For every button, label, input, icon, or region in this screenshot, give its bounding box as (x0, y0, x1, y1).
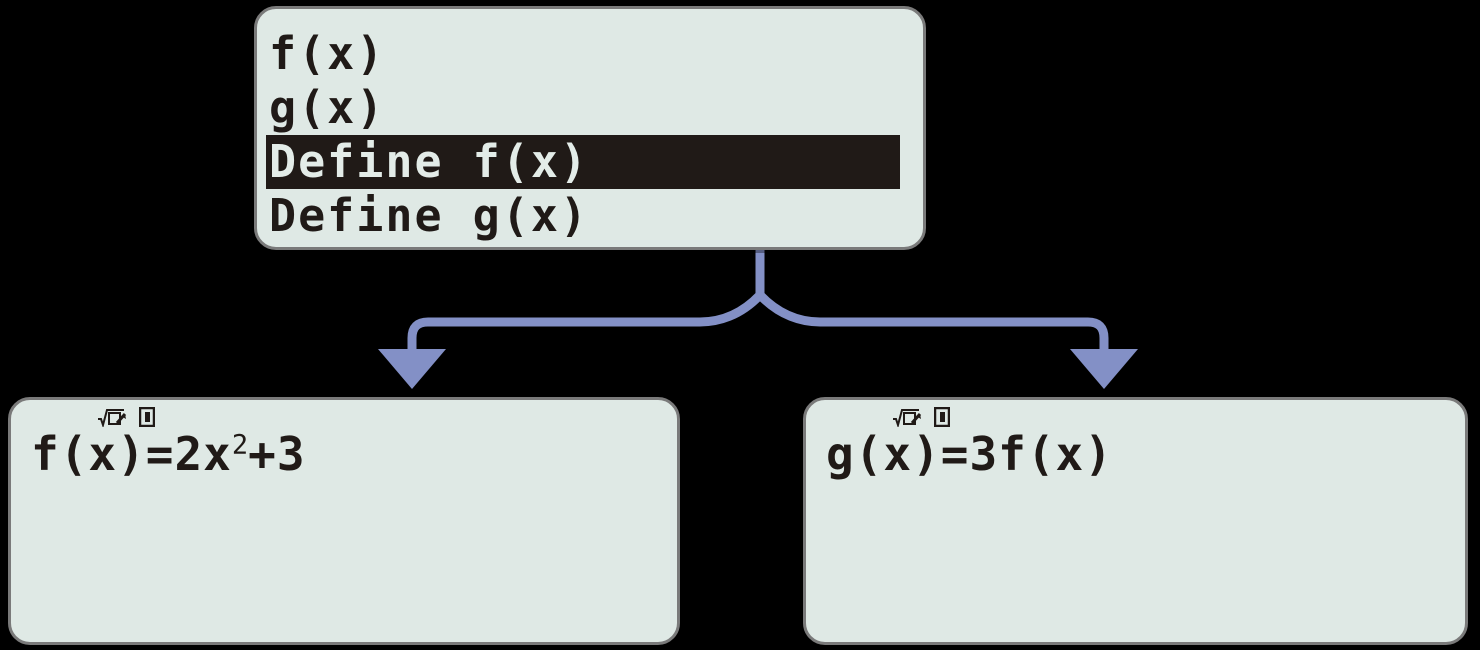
status-bar-fx (97, 406, 155, 428)
equation-gx-base-before: g(x)=3f(x) (826, 427, 1113, 481)
connector-right-branch (756, 291, 1109, 352)
status-bar-gx (892, 406, 950, 428)
equation-fx-base-before: f(x)=2x (31, 427, 232, 481)
arrowhead-left-icon (378, 349, 446, 389)
define-fx-panel: f(x)=2x2+3 (8, 397, 680, 645)
sqrt-box-slash-icon (98, 409, 127, 427)
menu-item-define-gx[interactable]: Define g(x) (269, 189, 590, 242)
boxed-d-icon (139, 407, 155, 427)
connector-left-branch (407, 291, 764, 352)
arrowhead-right-icon (1070, 349, 1138, 389)
equation-fx-base-after: +3 (248, 427, 306, 481)
equation-fx-superscript: 2 (231, 429, 249, 461)
sqrt-box-slash-icon (893, 409, 922, 427)
equation-gx: g(x)=3f(x) (826, 430, 1113, 478)
menu-item-define-fx[interactable]: Define f(x) (266, 135, 900, 189)
define-gx-panel: g(x)=3f(x) (803, 397, 1468, 645)
function-menu-list: f(x) g(x) Define f(x) Define g(x) (257, 27, 923, 243)
function-menu-panel: f(x) g(x) Define f(x) Define g(x) (254, 6, 926, 250)
boxed-d-icon (934, 407, 950, 427)
menu-item-fx[interactable]: f(x) (269, 27, 386, 80)
menu-item-gx[interactable]: g(x) (269, 81, 386, 134)
equation-fx: f(x)=2x2+3 (31, 430, 306, 478)
